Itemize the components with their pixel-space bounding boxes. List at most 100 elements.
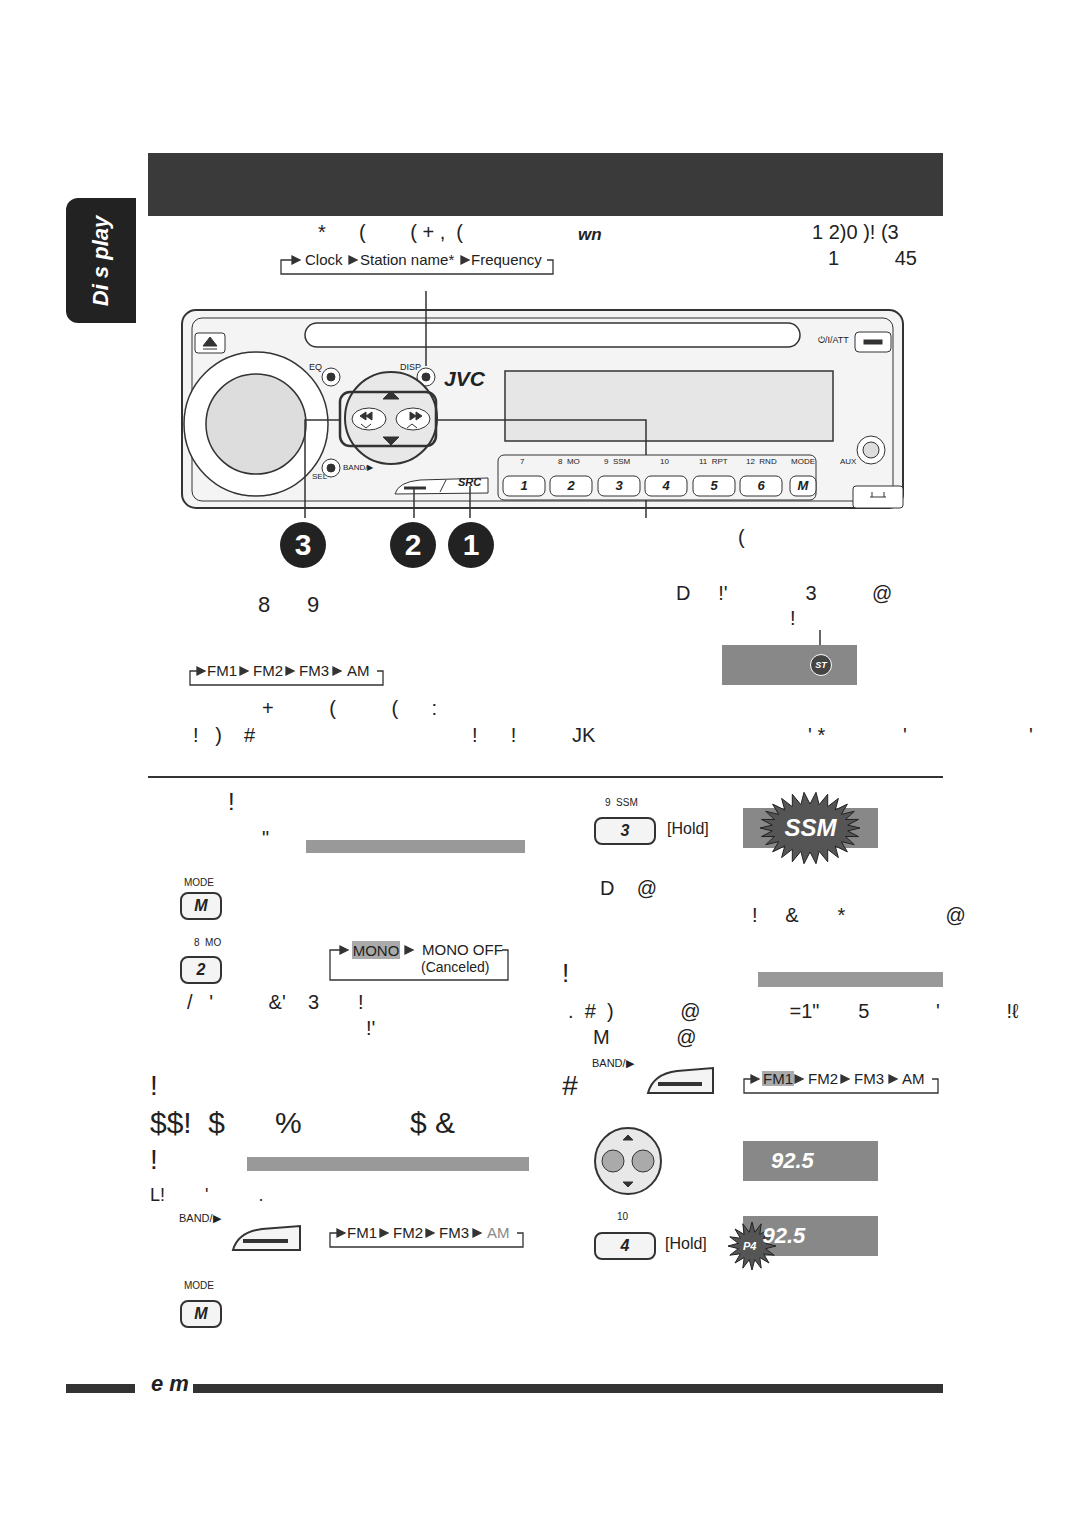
label-text: AM	[902, 1071, 925, 1086]
button-icon	[623, 1135, 633, 1187]
divider	[193, 1384, 943, 1393]
label-text: 2	[550, 479, 592, 492]
label-text: 8 MO	[194, 938, 221, 948]
label-text: [Hold]	[665, 1236, 707, 1252]
divider	[66, 776, 943, 1393]
label-text: Clock	[305, 252, 343, 267]
label-text: (	[738, 527, 745, 547]
receiver-front-panel	[345, 372, 437, 464]
button-icon	[181, 957, 221, 983]
label-text: JVC	[444, 368, 485, 389]
label-text: 7	[520, 458, 524, 466]
button-icon	[181, 1301, 221, 1327]
node-text: 2	[405, 530, 422, 560]
button-icon	[595, 1233, 655, 1259]
label-text: M	[181, 898, 221, 914]
label-text: M	[790, 479, 816, 492]
label-text: / ' &' 3 !	[187, 992, 364, 1012]
label-text: ⏻/I/ATT	[818, 336, 849, 345]
label-text: FM1	[762, 1071, 794, 1086]
leader-line	[436, 420, 646, 455]
label-text: 6	[740, 479, 782, 492]
cycle-arrow	[197, 667, 205, 675]
label-text: FM3	[854, 1071, 884, 1086]
label-text: e m	[151, 1373, 189, 1395]
callout-number: 2	[390, 522, 436, 568]
receiver-front-panel	[195, 333, 225, 353]
cycle-arrow	[461, 256, 469, 264]
label-text: $$! $ % $ &	[150, 1108, 455, 1138]
cycle-arrow	[889, 1075, 897, 1083]
display-window: SSM	[743, 808, 878, 848]
label-text: D @	[600, 878, 657, 898]
label-text: FM3	[439, 1225, 469, 1240]
cycle-arrow	[292, 256, 300, 264]
callout-number: 3	[280, 522, 326, 568]
mode-highlight: MONO	[352, 941, 400, 959]
label-text: M	[181, 1306, 221, 1322]
label-text: AM	[347, 663, 370, 678]
label-text: "	[262, 828, 269, 848]
label-text: FM1	[347, 1225, 377, 1240]
receiver-front-panel	[340, 392, 436, 446]
cycle-arrow	[380, 1229, 388, 1237]
receiver-front-panel	[305, 323, 800, 347]
node-text: P4	[743, 1241, 756, 1252]
display-window	[722, 645, 857, 685]
receiver-front-panel	[857, 436, 885, 464]
cycle-arrow	[349, 256, 357, 264]
label-text: AM	[487, 1225, 510, 1240]
display-window	[743, 1141, 878, 1181]
label-text: !'	[366, 1018, 375, 1038]
divider	[306, 840, 525, 853]
node-text: 92.5	[762, 1225, 805, 1247]
button-icon	[658, 1082, 702, 1086]
label-text: FM2	[253, 663, 283, 678]
receiver-front-panel	[396, 408, 430, 430]
label-text: D !' 3 @	[676, 583, 892, 603]
receiver-front-panel	[322, 368, 340, 386]
leader-line	[305, 420, 340, 518]
label-text: Frequency	[471, 252, 542, 267]
label-text: 3	[595, 823, 655, 839]
receiver-front-panel	[184, 352, 328, 496]
receiver-front-panel	[404, 487, 426, 490]
label-text: M @	[593, 1027, 697, 1047]
cycle-arrow	[473, 1229, 481, 1237]
label-text: MODE	[184, 878, 214, 888]
label-text: !	[790, 608, 796, 628]
receiver-front-panel	[855, 332, 891, 352]
cycle-arrow	[286, 667, 294, 675]
label-text: BAND/▶	[592, 1058, 634, 1069]
label-text: 10	[617, 1212, 628, 1222]
label-text: BAND/▶	[343, 464, 373, 472]
label-text: 1 45	[828, 248, 917, 268]
receiver-front-panel	[503, 476, 545, 496]
leader-line	[645, 500, 647, 518]
cycle-arrow	[426, 1229, 434, 1237]
label-text: MODE	[184, 1281, 214, 1291]
receiver-front-panel	[550, 476, 592, 496]
label-text: MONO OFF	[422, 942, 503, 957]
button-icon	[233, 1226, 300, 1250]
label-text: !	[228, 790, 235, 814]
label-text: 12 RND	[746, 458, 777, 466]
leader-line	[425, 291, 427, 366]
receiver-front-panel	[327, 464, 335, 472]
receiver-front-panel	[863, 442, 879, 458]
cycle-arrow	[333, 667, 341, 675]
node-text: 92.5	[771, 1150, 814, 1172]
label-text: 4	[595, 1238, 655, 1254]
label-text: ' * ' '	[808, 725, 1033, 745]
receiver-front-panel	[645, 476, 687, 496]
receiver-front-panel	[498, 455, 816, 500]
receiver-front-panel	[505, 371, 833, 441]
label-text: + ( ( :	[262, 698, 437, 718]
label-text: Station name*	[360, 252, 454, 267]
callout-number: 1	[448, 522, 494, 568]
receiver-front-panel	[360, 412, 422, 420]
label-text: . # ) @ =1" 5 ' !ℓ	[568, 1001, 1019, 1021]
label-text: ! & * @	[752, 905, 966, 925]
